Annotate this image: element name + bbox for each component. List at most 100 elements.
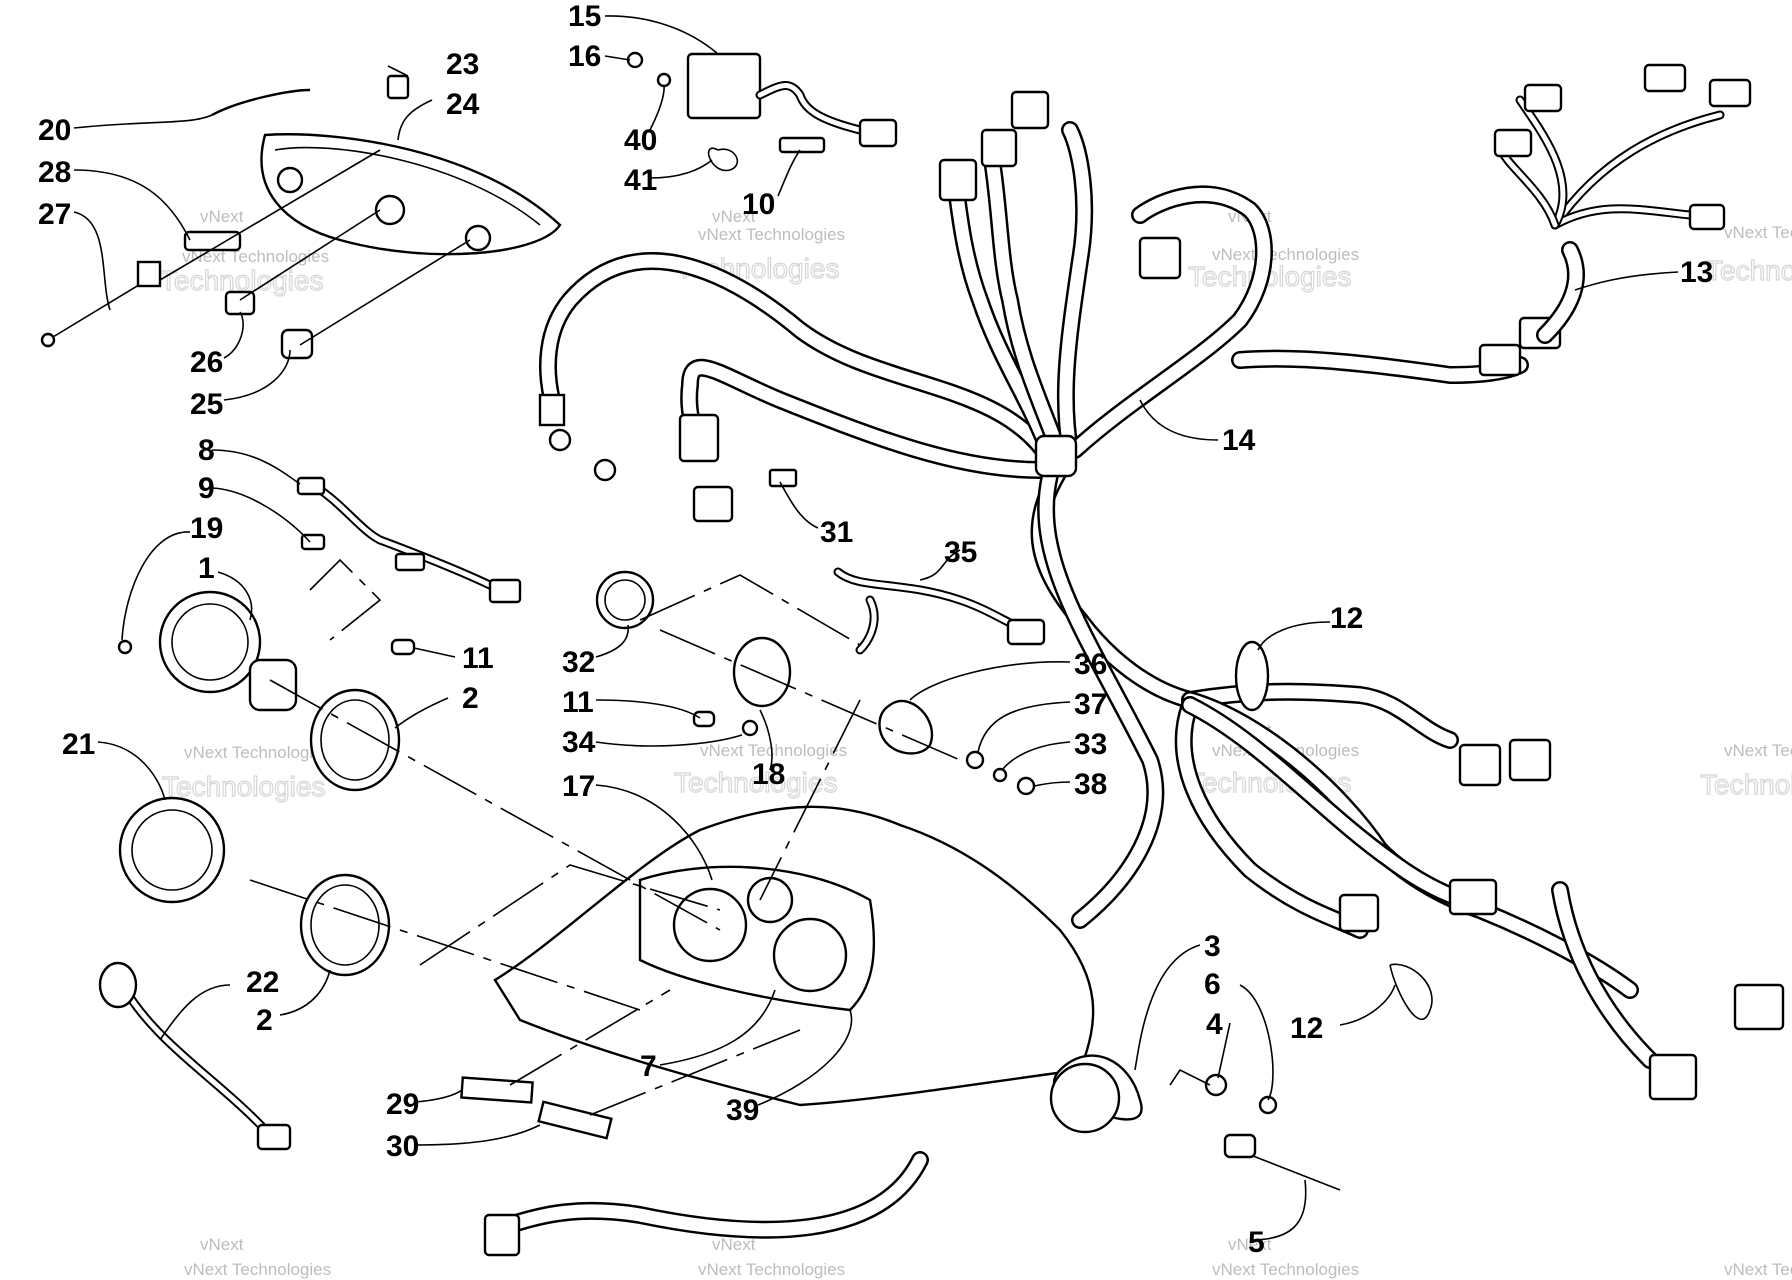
callout-5: 5: [1248, 1226, 1265, 1259]
callout-40: 40: [624, 124, 657, 157]
callout-19: 19: [190, 512, 223, 545]
trim-strip: [211, 88, 311, 117]
watermark-6: vNext Technologies Technologies: [673, 741, 847, 799]
bulb-26: [224, 290, 256, 316]
callout-12b: 12: [1290, 1012, 1323, 1045]
connector-4pin-c: [1648, 1053, 1698, 1101]
connector-2pin: [1338, 893, 1380, 933]
connector-3pin: [1448, 878, 1498, 916]
callout-11a: 11: [462, 642, 494, 675]
harness-junction: [1034, 434, 1078, 478]
callout-39: 39: [726, 1094, 759, 1127]
connector-4pin-b: [1508, 738, 1552, 782]
svg-text:vNext Technologies: vNext Technologies: [1724, 741, 1792, 760]
connector-block: [678, 413, 720, 463]
callout-34: 34: [562, 726, 596, 759]
callout-27: 27: [38, 198, 71, 231]
svg-text:vNext: vNext: [200, 1235, 244, 1254]
clamp-41: [707, 147, 739, 172]
connector-6pin: [1733, 983, 1785, 1031]
headlight-assembly: [40, 74, 562, 360]
callout-24: 24: [446, 88, 480, 121]
headlight-lens: [260, 133, 562, 256]
callout-10: 10: [742, 188, 775, 221]
callout-29: 29: [386, 1088, 419, 1121]
clip: [386, 74, 410, 100]
svg-text:vNext Technologies: vNext Technologies: [1724, 1260, 1792, 1279]
callout-11b: 11: [562, 686, 594, 719]
svg-text:vNext Technologies: vNext Technologies: [184, 743, 331, 762]
svg-text:vNext Technologies: vNext Technologies: [1212, 245, 1359, 264]
callout-6: 6: [1204, 968, 1221, 1001]
connector-top-3: [1010, 90, 1050, 130]
decal-29: [460, 1076, 534, 1104]
callout-32: 32: [562, 646, 595, 679]
fuse: [768, 468, 798, 488]
watermark-8: vNext Technologies Technologies: [1699, 741, 1792, 801]
bezel-ring-lower: [299, 873, 391, 977]
svg-text:vNext Technologies: vNext Technologies: [184, 1260, 331, 1279]
callout-36: 36: [1074, 648, 1107, 681]
callout-12a: 12: [1330, 602, 1363, 635]
callout-3: 3: [1204, 930, 1221, 963]
watermark-4: vNext Technologies Technologies: [1705, 223, 1792, 287]
main-wiring-harness: [483, 51, 1785, 1257]
callout-37: 37: [1074, 688, 1107, 721]
callout-30: 30: [386, 1130, 419, 1163]
connector-top-2: [980, 128, 1018, 168]
callout-28: 28: [38, 156, 71, 189]
screw-plate: [136, 260, 162, 288]
gauge-group: [98, 476, 1341, 1191]
watermark-3: vNext vNext Technologies Technologies: [1187, 207, 1359, 293]
callout-20: 20: [38, 114, 71, 147]
svg-text:vNext Technologies: vNext Technologies: [1212, 1260, 1359, 1279]
watermark-12: vNext Technologies: [1724, 1260, 1792, 1279]
svg-text:vNext Technologies: vNext Technologies: [698, 1260, 845, 1279]
callout-9: 9: [198, 472, 215, 505]
svg-text:Technologies: Technologies: [1706, 255, 1792, 286]
svg-text:Technologies: Technologies: [1700, 769, 1792, 800]
tachometer: [158, 590, 262, 694]
bolt-10: [778, 136, 826, 154]
callouts: 20 28 27 23 24 26 25 8 9 19 1 11 2 21 22…: [38, 0, 1713, 1259]
sensor-5: [1223, 1133, 1257, 1159]
bezel-ring-upper: [309, 688, 401, 792]
clamp-lower: [1389, 963, 1433, 1020]
bulb-25: [280, 328, 314, 360]
callout-35: 35: [944, 536, 977, 569]
connector-mid: [1138, 236, 1182, 280]
leader-lines: [73, 15, 1679, 1241]
svg-text:vNext Technologies: vNext Technologies: [182, 247, 329, 266]
gauge-light-socket: [98, 961, 138, 1009]
callout-15: 15: [568, 0, 601, 33]
callout-22: 22: [246, 966, 279, 999]
callout-41: 41: [624, 164, 657, 197]
callout-17: 17: [562, 770, 595, 803]
watermark-9: vNext vNext Technologies: [184, 1235, 331, 1279]
connector-13-a: [1478, 343, 1522, 377]
callout-2a: 2: [462, 682, 479, 715]
svg-text:vNext: vNext: [712, 207, 756, 226]
ring-terminal-connector: [538, 393, 566, 427]
callout-25: 25: [190, 388, 223, 421]
callout-33: 33: [1074, 728, 1107, 761]
watermark-11: vNext vNext Technologies: [1212, 1235, 1359, 1279]
connector-4pin-a: [1458, 743, 1502, 787]
callout-14: 14: [1222, 424, 1256, 457]
clamp-upper: [1234, 640, 1270, 712]
callout-31: 31: [820, 516, 853, 549]
callout-7: 7: [640, 1050, 657, 1083]
svg-text:vNext: vNext: [200, 207, 244, 226]
callout-8: 8: [198, 434, 215, 467]
callout-4: 4: [1206, 1008, 1223, 1041]
voltage-regulator: [686, 52, 762, 120]
housing-36: [878, 699, 934, 755]
callout-1: 1: [198, 552, 215, 585]
svg-text:vNext: vNext: [712, 1235, 756, 1254]
callout-13: 13: [1680, 256, 1713, 289]
watermark-5: vNext Technologies Technologies: [161, 743, 331, 803]
svg-text:vNext Technologies: vNext Technologies: [698, 225, 845, 244]
spring: [183, 230, 242, 252]
callout-23: 23: [446, 48, 479, 81]
